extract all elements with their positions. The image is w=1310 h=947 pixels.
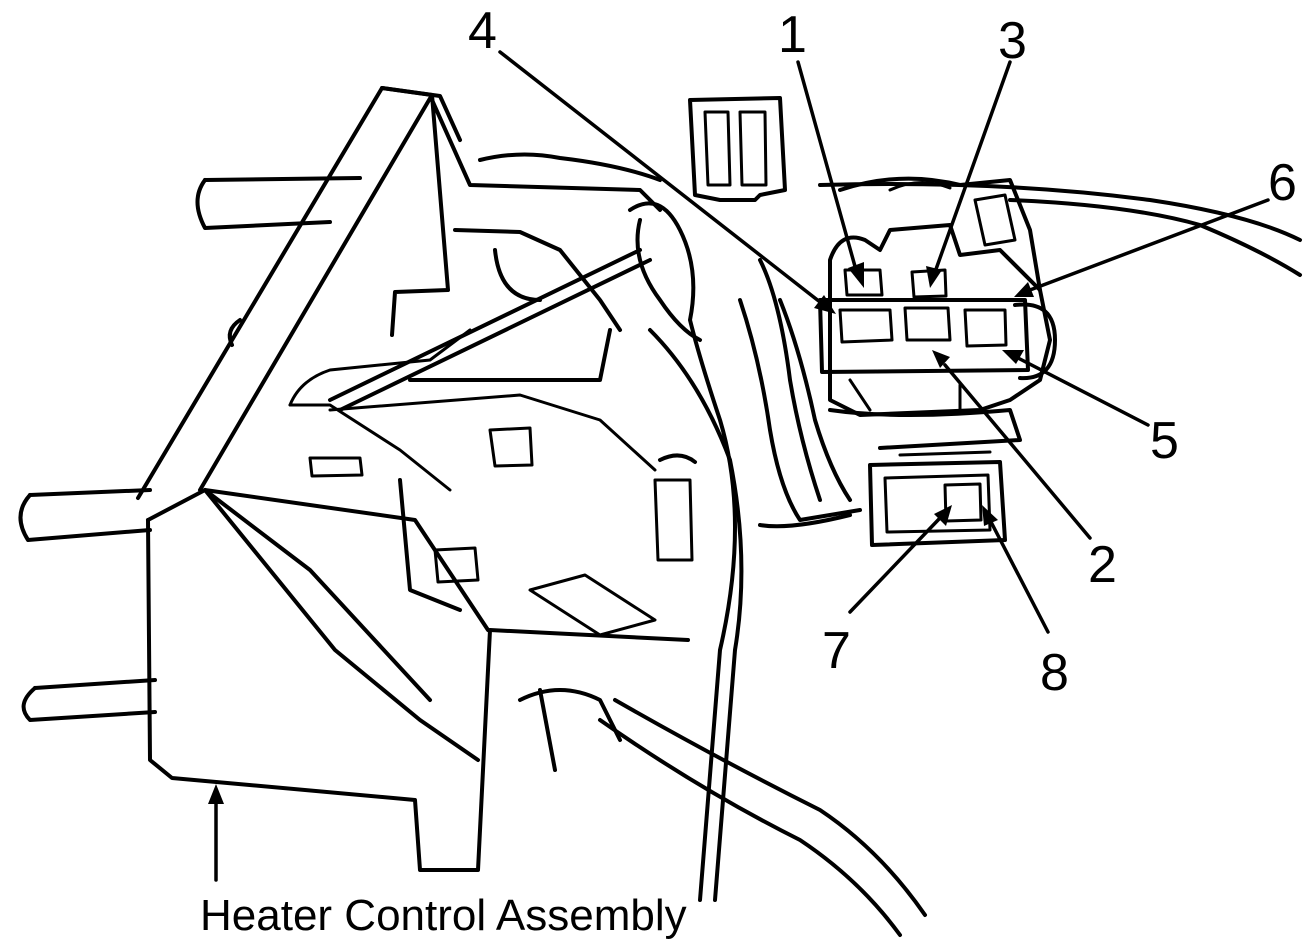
leader-4 [498, 50, 836, 314]
dash-curve [478, 152, 1302, 277]
callout-8: 8 [1040, 644, 1069, 702]
callout-5: 5 [1150, 412, 1179, 470]
callout-6: 6 [1268, 154, 1297, 212]
connector-block [818, 176, 1057, 450]
callout-leaders [208, 50, 1270, 882]
callout-1: 1 [778, 6, 807, 64]
leader-5 [1002, 350, 1150, 427]
callout-numbers: 1 2 3 4 5 6 7 8 [468, 2, 1297, 702]
leader-6 [1014, 198, 1270, 297]
lower-connector [868, 450, 1007, 547]
leader-3 [926, 60, 1012, 288]
upper-duct [688, 96, 787, 202]
leader-8 [982, 505, 1050, 634]
leader-7 [848, 505, 952, 614]
leader-1 [796, 60, 864, 288]
frame-bar [136, 86, 662, 500]
callout-7: 7 [822, 622, 851, 680]
callout-4: 4 [468, 2, 497, 60]
caption-heater-control-assembly: Heater Control Assembly [200, 891, 687, 940]
dash-drawing [18, 86, 1302, 937]
leader-caption [208, 784, 224, 882]
control-housing [146, 228, 697, 872]
callout-2: 2 [1088, 536, 1117, 594]
wiring-harness [628, 201, 862, 902]
callout-3: 3 [998, 12, 1027, 70]
lower-cable [598, 698, 927, 937]
leader-2 [932, 350, 1092, 540]
mounting-brackets [18, 176, 362, 722]
